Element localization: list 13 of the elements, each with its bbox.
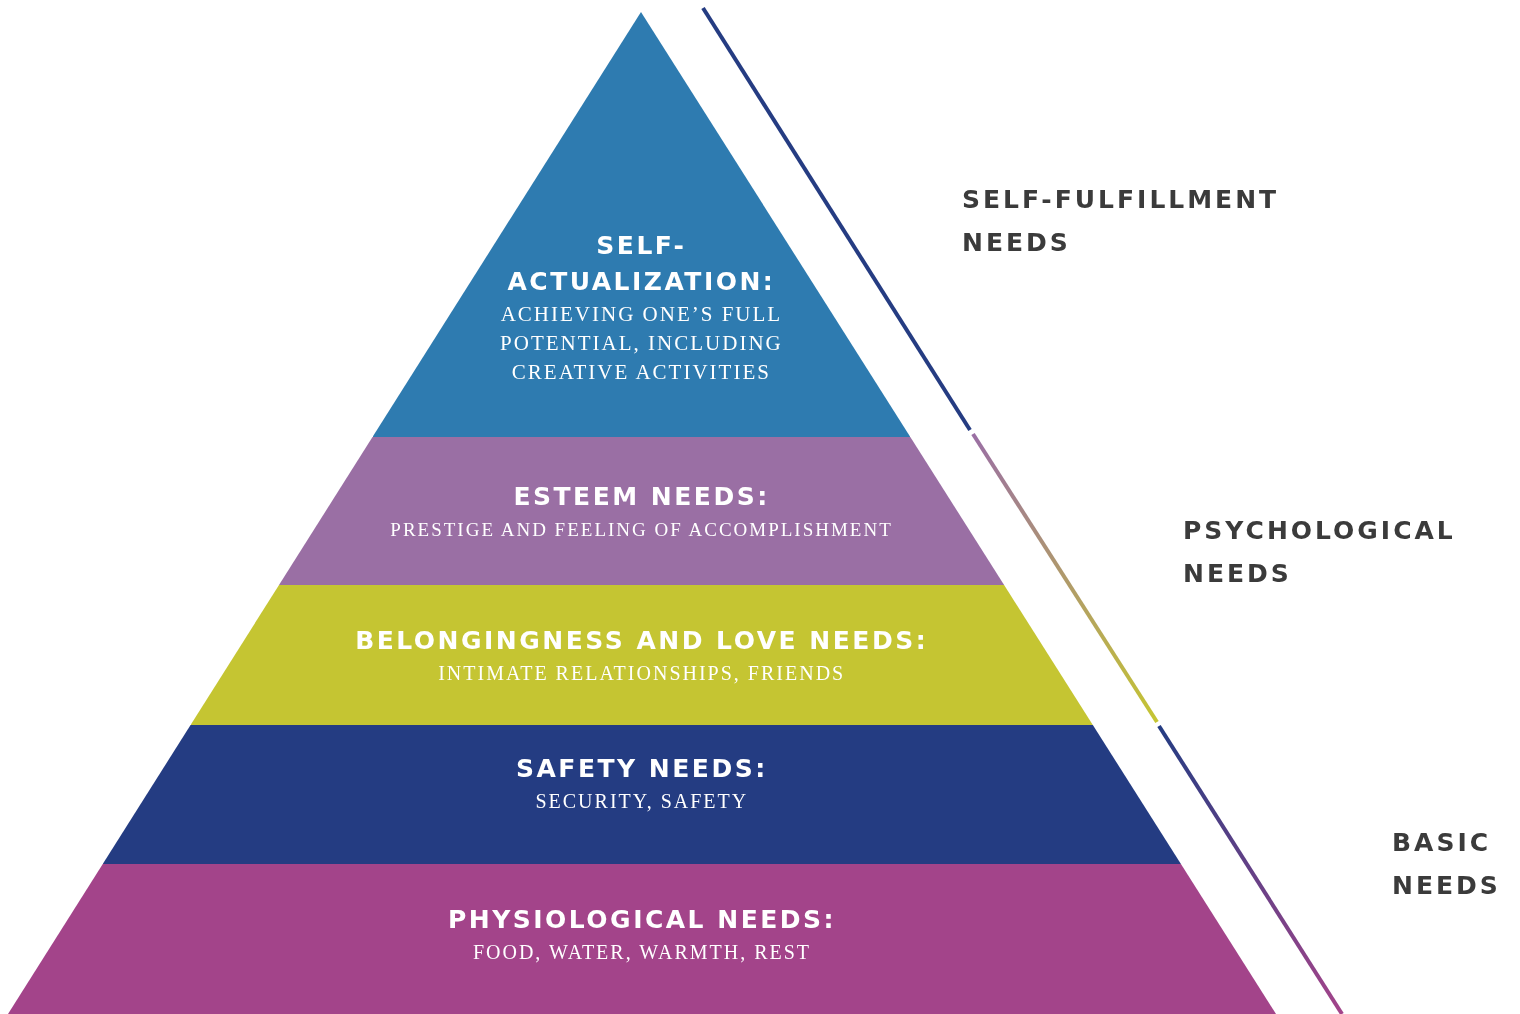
level-description: ACHIEVING ONE’S FULL POTENTIAL, INCLUDING CREATIVE ACTIVITIES (499, 301, 784, 386)
category-label: BASIC NEEDS (1392, 827, 1502, 902)
category-label: SELF-FULFILLMENT NEEDS (962, 184, 1281, 259)
level-title: PHYSIOLOGICAL NEEDS: (447, 904, 837, 936)
level-description: INTIMATE RELATIONSHIPS, FRIENDS (438, 661, 846, 686)
level-title: ESTEEM NEEDS: (513, 481, 770, 513)
level-description: FOOD, WATER, WARMTH, REST (472, 940, 812, 965)
level-description: SECURITY, SAFETY (535, 789, 749, 814)
level-title: BELONGINGNESS AND LOVE NEEDS: (355, 625, 929, 657)
level-description: PRESTIGE AND FEELING OF ACCOMPLISHMENT (390, 518, 893, 542)
level-title: SELF-ACTUALIZATION: (506, 230, 777, 298)
category-label: PSYCHOLOGICAL NEEDS (1183, 515, 1457, 590)
level-title: SAFETY NEEDS: (516, 753, 768, 785)
